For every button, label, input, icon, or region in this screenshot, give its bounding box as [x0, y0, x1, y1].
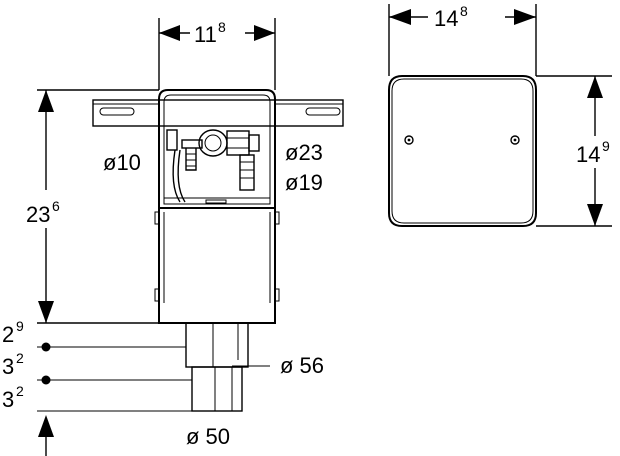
- dim-width-main-sup: 8: [218, 19, 226, 35]
- dim-width-cover: 14 8: [388, 3, 537, 76]
- stack-dot-2: [41, 375, 51, 385]
- dim-height-cover-sup: 9: [602, 138, 610, 154]
- housing-box: [154, 207, 280, 324]
- label-d50: ø 50: [186, 424, 230, 449]
- mounting-bracket: [92, 99, 344, 127]
- dim-width-cover-sup: 8: [460, 3, 468, 19]
- valve-assembly: [166, 129, 260, 203]
- stack-1-sup: 9: [16, 318, 24, 334]
- stack-2-sup: 2: [16, 350, 24, 366]
- label-d23: ø23: [285, 140, 323, 165]
- stack-dot-1: [41, 342, 51, 352]
- label-d10: ø10: [103, 150, 141, 175]
- dim-height-main-sup: 6: [52, 198, 60, 214]
- drain-pipe: [185, 322, 249, 412]
- cover-plate: [388, 75, 537, 227]
- dim-height-cover-value: 14: [576, 142, 600, 167]
- dim-width-main: 11 8: [158, 18, 276, 90]
- stack-1-value: 2: [2, 322, 14, 347]
- dim-height-cover: 14 9: [536, 75, 612, 227]
- callouts: ø10 ø23 ø19 ø 56 ø 50: [103, 140, 324, 449]
- dim-height-main: 23 6: [26, 89, 159, 324]
- screw-right-icon: [510, 135, 520, 145]
- dim-height-main-value: 23: [26, 202, 50, 227]
- screw-left-icon: [404, 135, 414, 145]
- dim-stack: 2 9 3 2 3 2: [2, 318, 192, 456]
- stack-3-sup: 2: [16, 383, 24, 399]
- dim-width-cover-value: 14: [434, 6, 458, 31]
- stack-2-value: 3: [2, 354, 14, 379]
- stack-3-value: 3: [2, 387, 14, 412]
- label-d56: ø 56: [280, 353, 324, 378]
- dim-width-main-value: 11: [194, 22, 217, 47]
- label-d19: ø19: [285, 170, 323, 195]
